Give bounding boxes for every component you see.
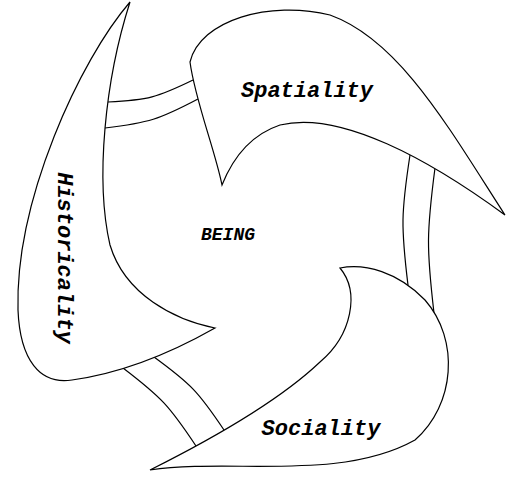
blade-shape: Historicality [14, 0, 220, 386]
blade-outline [148, 260, 464, 475]
concept-label: Spatiality [241, 80, 373, 104]
blade-path [190, 10, 505, 215]
center-label: BEING [201, 226, 255, 246]
band-connector [123, 357, 224, 446]
band-line [123, 368, 196, 446]
concept-label: Historicality [51, 172, 75, 344]
blade-outline [14, 0, 220, 386]
band-line [428, 168, 435, 313]
band-line [105, 99, 198, 128]
blade-path [18, 2, 215, 381]
blade-path [150, 267, 448, 470]
band-line [108, 80, 193, 102]
blade-outline [185, 0, 507, 218]
band-line [403, 155, 410, 285]
blade-shape: Spatiality [185, 0, 507, 218]
band-line [154, 357, 224, 430]
band-connector [105, 80, 198, 128]
blade-shape: Sociality [148, 260, 464, 475]
concept-label: Sociality [262, 418, 381, 442]
